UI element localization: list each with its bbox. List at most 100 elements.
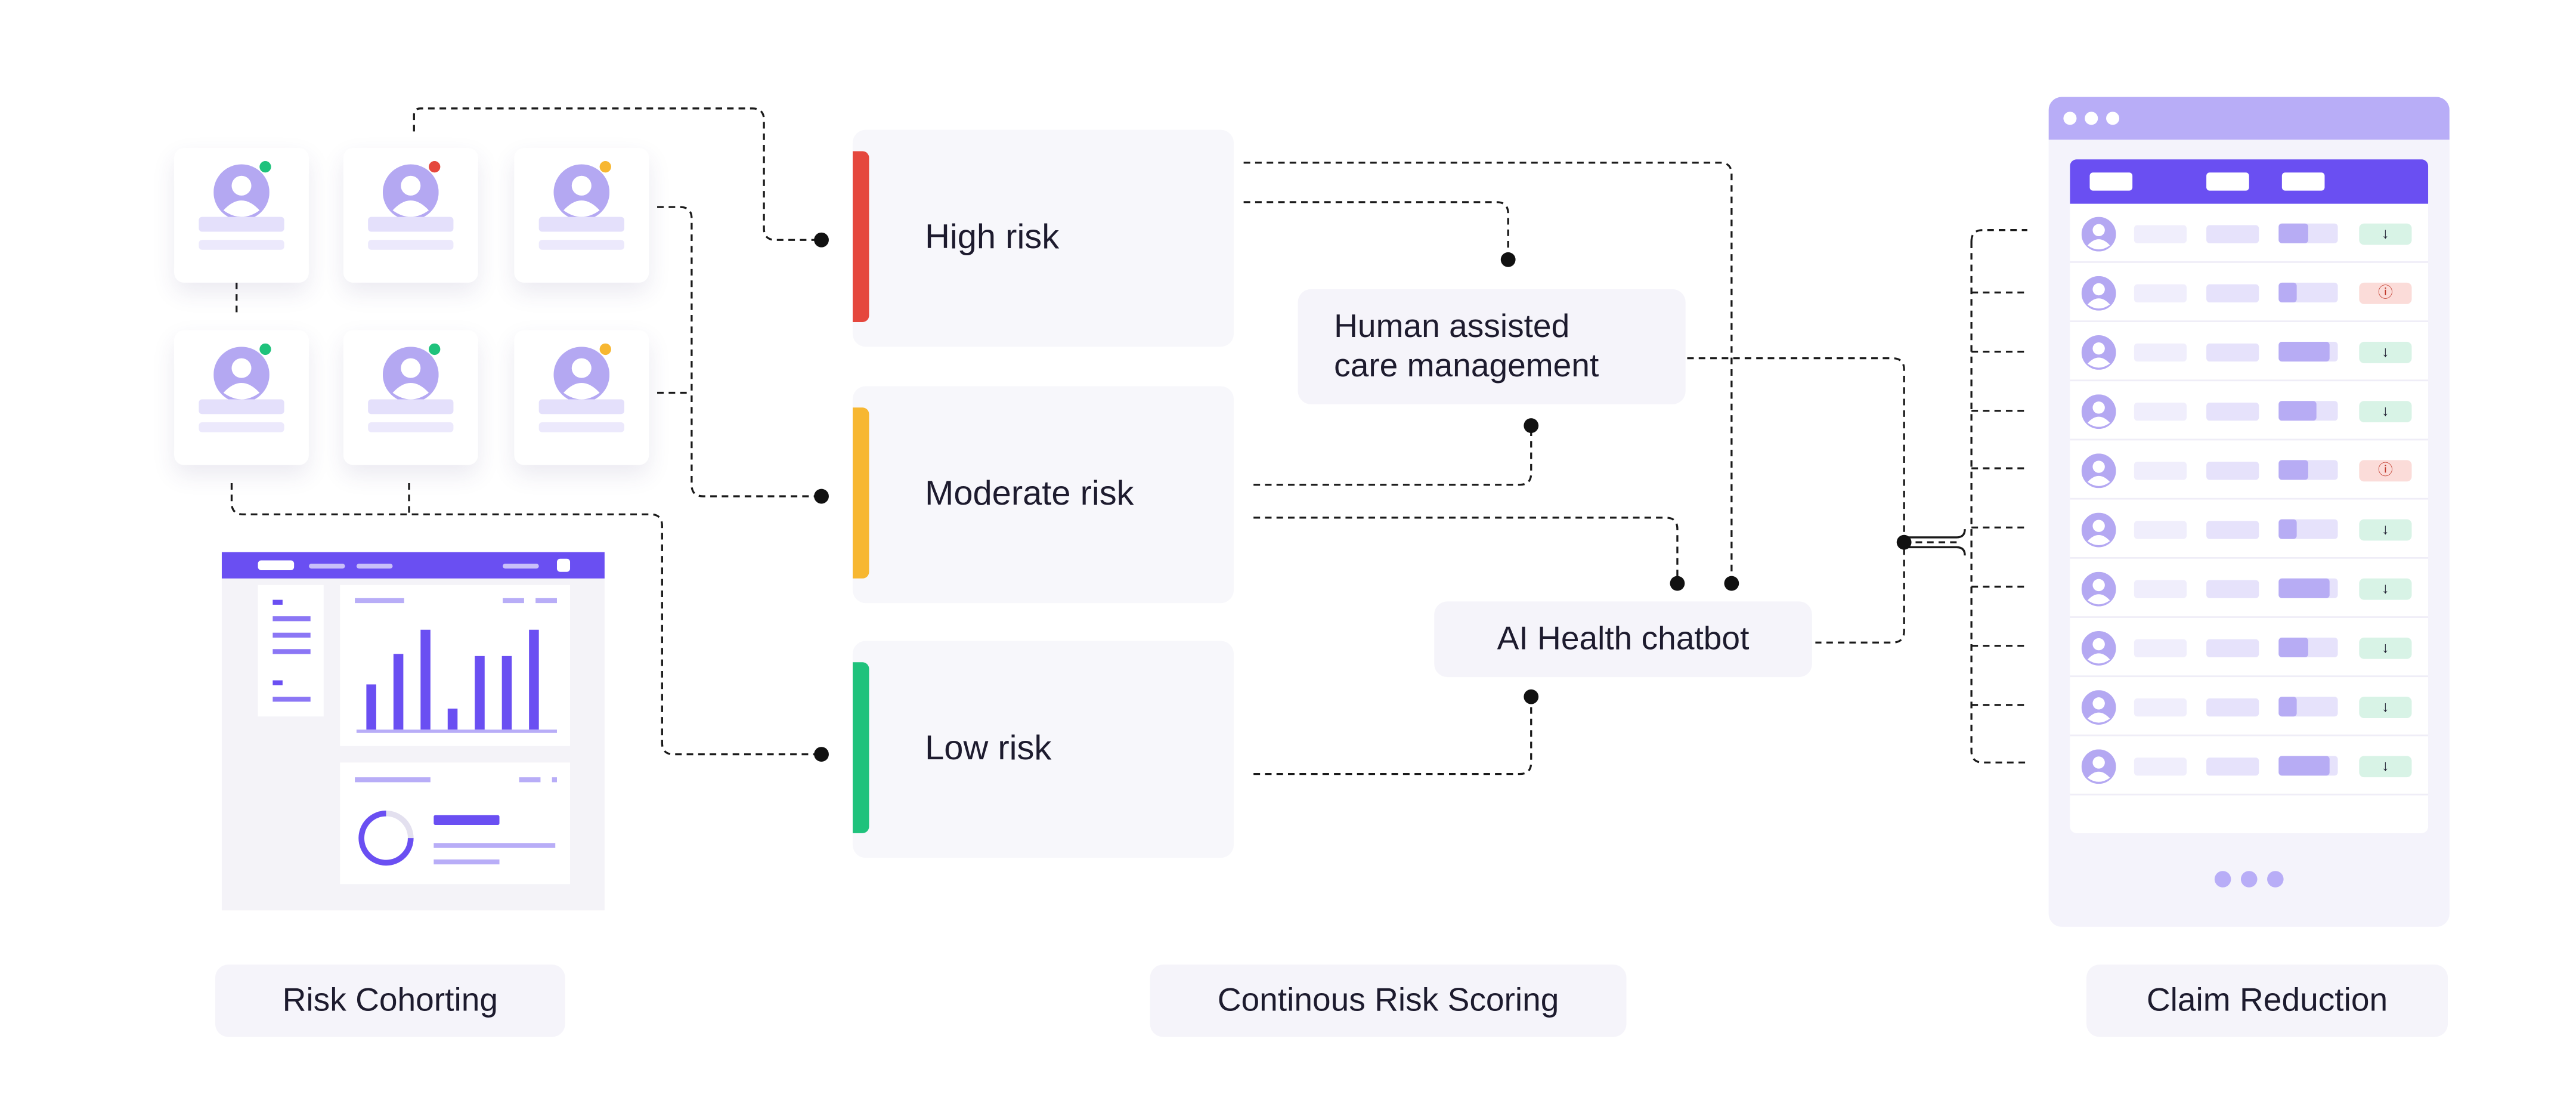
- user-avatar-icon: [213, 347, 270, 403]
- claim-progress: [2278, 519, 2297, 539]
- chart-axis: [356, 729, 557, 733]
- chart-bar: [475, 656, 485, 730]
- user-avatar-icon: [2081, 453, 2116, 489]
- arrow-down-icon: ↓: [2359, 401, 2412, 423]
- claim-row: ↓: [2070, 677, 2429, 737]
- user-avatar-icon: [2081, 630, 2116, 666]
- window-dot: [2106, 112, 2120, 125]
- status-dot: [429, 343, 441, 355]
- chart-bar: [501, 656, 512, 730]
- moderate-risk-indicator: [852, 407, 869, 579]
- status-dot: [259, 343, 271, 355]
- status-dot: [259, 160, 271, 173]
- patient-card: [174, 147, 309, 283]
- arrow-down-icon: ↓: [2359, 223, 2412, 245]
- claim-progress: [2278, 401, 2317, 421]
- moderate-risk-box: Moderate risk: [852, 386, 1234, 604]
- claim-row: ↓: [2070, 204, 2429, 263]
- low-risk-box: Low risk: [852, 641, 1234, 858]
- chart-bar: [529, 629, 539, 730]
- chatbot-label: AI Health chatbot: [1497, 621, 1750, 658]
- user-avatar-icon: [553, 164, 610, 221]
- patient-card: [174, 330, 309, 465]
- user-avatar-icon: [2081, 276, 2116, 311]
- dashboard-sidebar: [258, 585, 324, 717]
- user-avatar-icon: [553, 347, 610, 403]
- high-risk-indicator: [852, 151, 869, 322]
- pager-dot: [2240, 871, 2258, 888]
- claim-progress: [2278, 342, 2329, 362]
- arrow-down-icon: ↓: [2359, 578, 2412, 600]
- claim-row: ↓: [2070, 500, 2429, 559]
- human-care-line-2: care management: [1334, 348, 1599, 385]
- user-avatar-icon: [382, 164, 439, 221]
- human-care-node: Human assisted care management: [1298, 289, 1686, 404]
- alert-icon: ⓘ: [2359, 460, 2412, 482]
- claims-window: ↓ ⓘ ↓ ↓ ⓘ ↓ ↓ ↓ ↓ ↓: [2048, 97, 2450, 927]
- claims-table-header: [2070, 159, 2429, 204]
- pager-dot: [2214, 871, 2231, 888]
- user-avatar-icon: [2081, 512, 2116, 548]
- claim-progress: [2278, 282, 2297, 302]
- status-dot: [599, 343, 611, 355]
- claim-row: ⓘ: [2070, 440, 2429, 500]
- chart-bar: [366, 684, 376, 730]
- claim-progress: [2278, 223, 2308, 243]
- human-care-line-1: Human assisted: [1334, 308, 1570, 345]
- claim-row: ↓: [2070, 559, 2429, 618]
- pager-dot: [2267, 871, 2284, 888]
- dashboard-donut-panel: [340, 762, 571, 885]
- dashboard-bar-chart: [356, 629, 557, 733]
- window-titlebar: [2048, 97, 2450, 140]
- patient-card: [343, 147, 478, 283]
- chart-bar: [447, 708, 458, 730]
- status-dot: [429, 160, 441, 173]
- alert-icon: ⓘ: [2359, 282, 2412, 304]
- arrow-down-icon: ↓: [2359, 756, 2412, 778]
- user-avatar-icon: [382, 347, 439, 403]
- claim-row: ↓: [2070, 381, 2429, 441]
- claim-row: ↓: [2070, 322, 2429, 382]
- chart-bar: [393, 654, 404, 730]
- moderate-risk-label: Moderate risk: [925, 475, 1134, 513]
- user-avatar-icon: [2081, 394, 2116, 429]
- section-label-cohorting: Risk Cohorting: [215, 964, 565, 1037]
- low-risk-indicator: [852, 662, 869, 833]
- claims-table-panel: [2070, 159, 2429, 833]
- user-avatar-icon: [2081, 749, 2116, 784]
- status-dot: [599, 160, 611, 173]
- claim-progress: [2278, 637, 2308, 658]
- arrow-down-icon: ↓: [2359, 697, 2412, 718]
- high-risk-box: High risk: [852, 129, 1234, 347]
- arrow-down-icon: ↓: [2359, 519, 2412, 541]
- claim-progress: [2278, 460, 2308, 480]
- claim-progress: [2278, 756, 2329, 776]
- low-risk-label: Low risk: [925, 729, 1052, 768]
- donut-chart: [358, 810, 414, 866]
- dashboard-topbar: [221, 552, 605, 579]
- claim-row: ⓘ: [2070, 263, 2429, 322]
- window-dot: [2085, 112, 2098, 125]
- claim-progress: [2278, 578, 2329, 598]
- user-avatar-icon: [2081, 690, 2116, 725]
- user-avatar-icon: [2081, 571, 2116, 607]
- arrow-down-icon: ↓: [2359, 342, 2412, 363]
- claim-row: ↓: [2070, 736, 2429, 796]
- chatbot-node: AI Health chatbot: [1434, 601, 1812, 678]
- arrow-down-icon: ↓: [2359, 637, 2412, 659]
- user-avatar-icon: [213, 164, 270, 221]
- section-label-scoring: Continous Risk Scoring: [1150, 964, 1627, 1037]
- claim-row: ↓: [2070, 618, 2429, 678]
- user-avatar-icon: [2081, 217, 2116, 252]
- dashboard-chart-panel: [340, 585, 571, 746]
- user-avatar-icon: [2081, 335, 2116, 370]
- patient-card: [343, 330, 478, 465]
- section-label-claims: Claim Reduction: [2086, 964, 2448, 1037]
- claim-progress: [2278, 697, 2297, 717]
- chart-bar: [420, 629, 431, 730]
- patient-card: [514, 330, 649, 465]
- patient-card: [514, 147, 649, 283]
- window-dot: [2063, 112, 2077, 125]
